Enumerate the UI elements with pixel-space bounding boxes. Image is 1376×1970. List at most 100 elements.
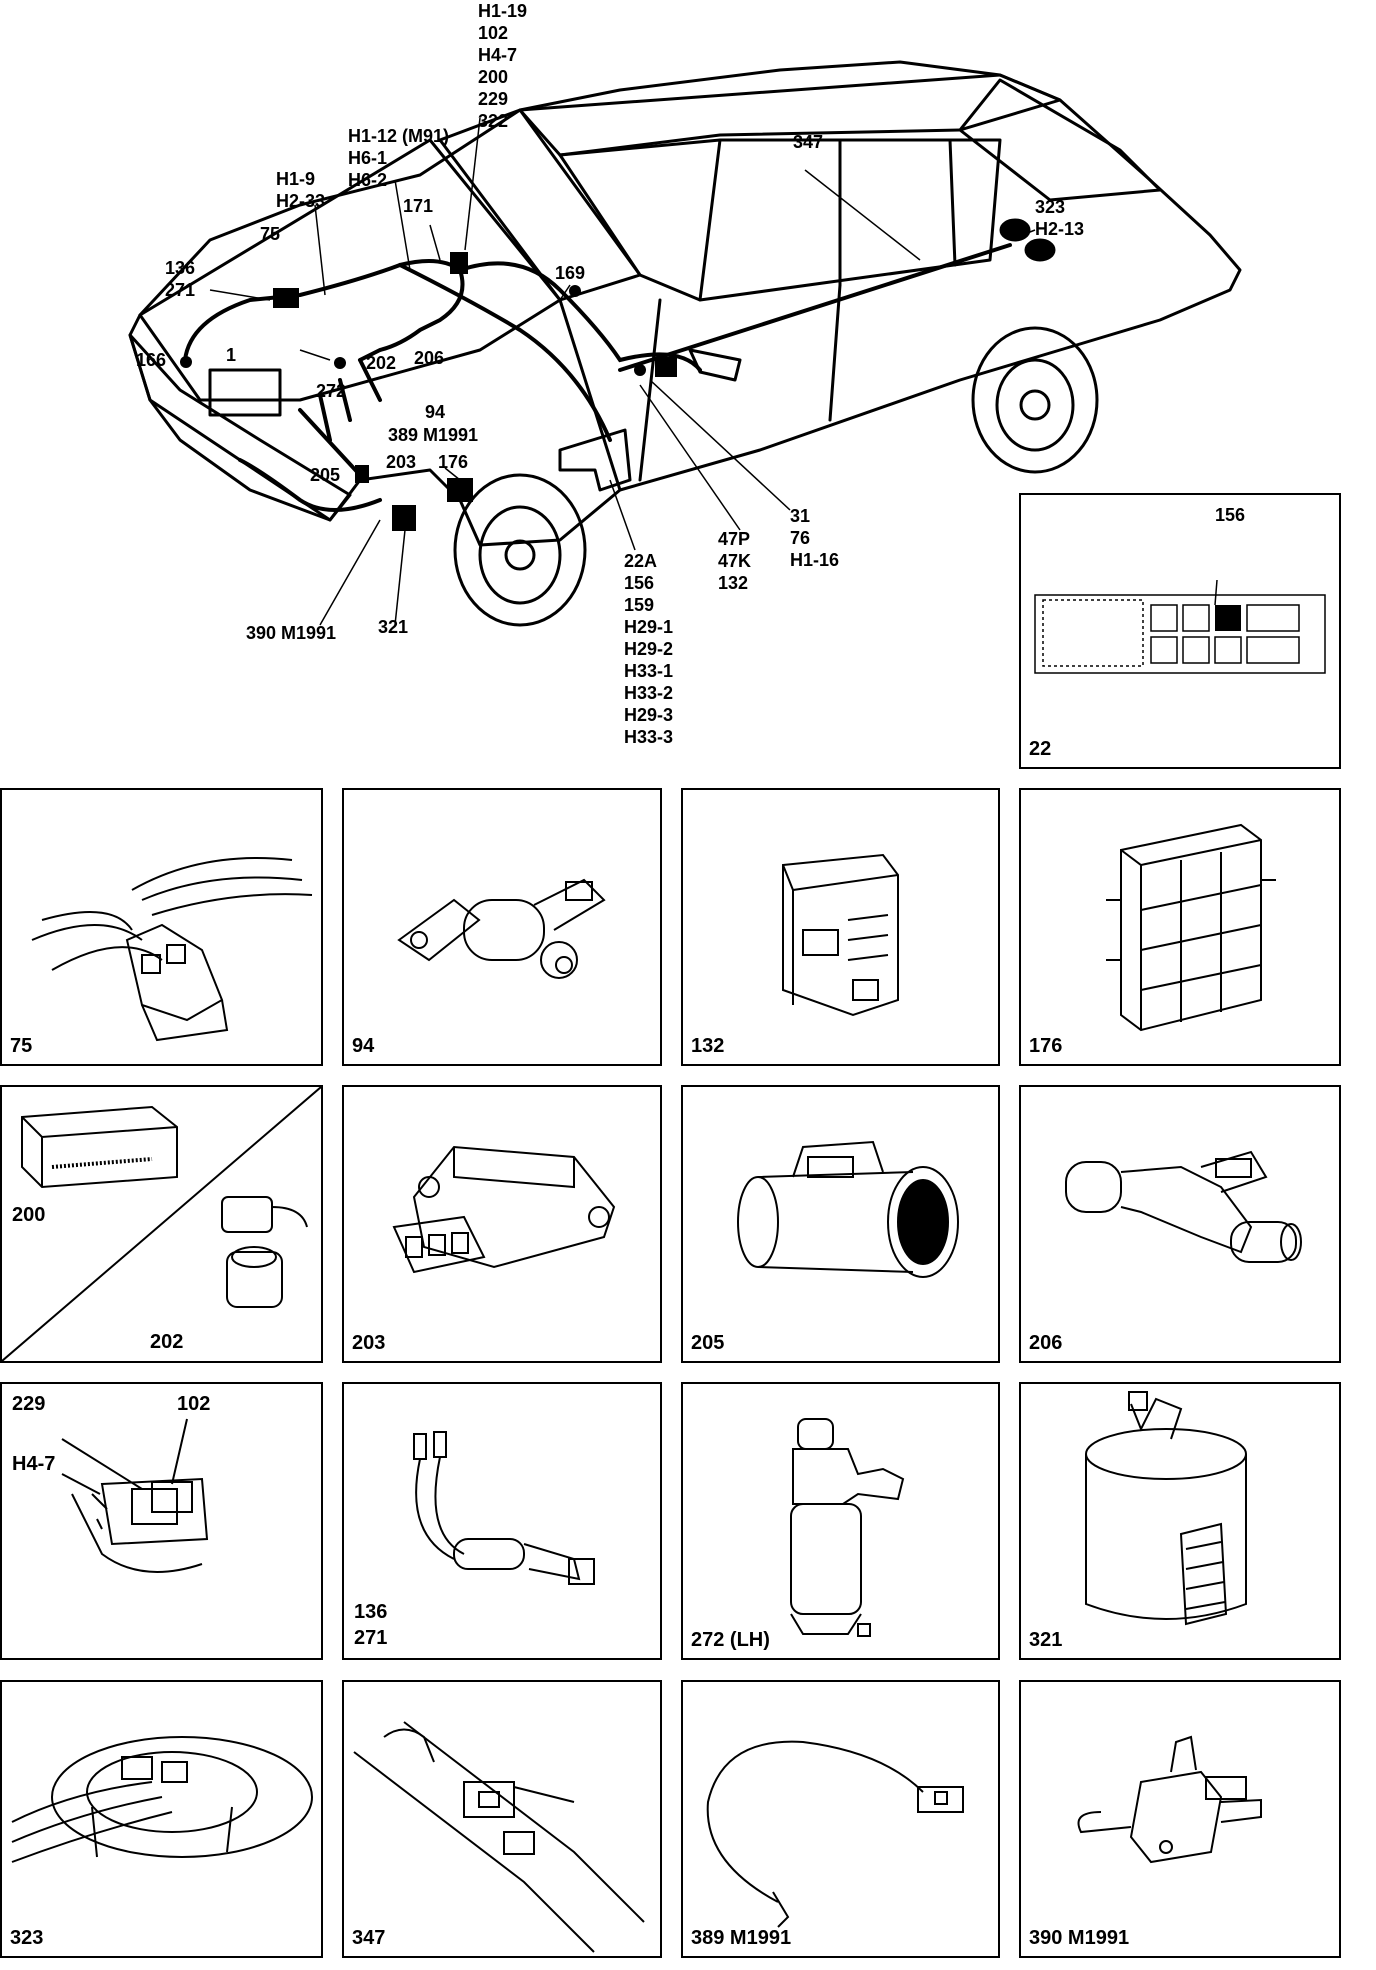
windshield (438, 108, 642, 302)
panel-272-idle-valve: 272 (LH) (681, 1382, 1000, 1660)
hood (138, 138, 562, 402)
panel-272-label: 272 (LH) (691, 1629, 770, 1651)
panel-200-label: 200 (12, 1204, 46, 1226)
panel-h4-7-label: H4-7 (12, 1453, 56, 1475)
callout-stack-31: 31 76 H1-16 (790, 505, 839, 571)
callout-389: 389 M1991 (388, 425, 479, 445)
callout-stack-h1-9: H1-9 H2-33 (276, 168, 325, 212)
panel-75-connector: 75 (0, 788, 323, 1066)
callout-136: 136 (165, 258, 196, 278)
car-overview-drawing (128, 60, 1242, 627)
callout-31: 31 (790, 506, 811, 526)
wiring-harness-injectors (298, 358, 382, 477)
callout-stack-47p: 47P 47K 132 (718, 528, 751, 594)
callout-h29-3: H29-3 (624, 705, 674, 725)
control-unit-drawing (1106, 823, 1276, 1032)
panel-347-label: 347 (352, 1927, 386, 1949)
callout-h33-2: H33-2 (624, 683, 674, 703)
panel-206-injector: 206 (1019, 1085, 1341, 1363)
callout-h1-12: H1-12 (M91) (348, 126, 450, 146)
callout-321: 321 (378, 617, 409, 637)
callout-h29-2: H29-2 (624, 639, 674, 659)
lambda-sensor-drawing (413, 1431, 595, 1585)
panel-323-fuel-pump: 323 (0, 1680, 323, 1958)
callout-h1-16: H1-16 (790, 550, 840, 570)
callout-h33-3: H33-3 (624, 727, 674, 747)
ecu-bracket (558, 428, 632, 492)
callout-171: 171 (403, 196, 434, 216)
callout-stack-22a: 22A 156 159 H29-1 H29-2 H33-1 H33-2 H29-… (624, 550, 673, 748)
panel-102-label: 102 (177, 1393, 211, 1415)
callout-h1-9: H1-9 (276, 169, 316, 189)
callout-166: 166 (136, 350, 167, 370)
callout-h2-33: H2-33 (276, 191, 326, 211)
callout-stack-136: 136 271 (165, 257, 195, 301)
canister-drawing (1085, 1391, 1247, 1626)
callout-h2-13: H2-13 (1035, 219, 1085, 239)
callout-159: 159 (624, 595, 655, 615)
panel-347-rail: 347 (342, 1680, 662, 1958)
wiring-harness-main (183, 259, 465, 362)
panel-206-label: 206 (1029, 1332, 1063, 1354)
callout-102: 102 (478, 23, 509, 43)
fuel-pump-drawing (11, 1736, 313, 1863)
panel-132-relay: 132 (681, 788, 1000, 1066)
callout-94: 94 (425, 402, 446, 422)
callout-176: 176 (438, 452, 469, 472)
side-windows (558, 138, 1002, 302)
callout-h1-19: H1-19 (478, 1, 528, 21)
callout-203: 203 (386, 452, 417, 472)
panel-389-temp-sensor: 389 M1991 (681, 1680, 1000, 1958)
panel-321-canister: 321 (1019, 1382, 1341, 1660)
panel-229-label: 229 (12, 1393, 46, 1415)
callout-h4-7: H4-7 (478, 45, 518, 65)
rear-window (958, 78, 1162, 202)
callout-76: 76 (790, 528, 811, 548)
car-body-outline (128, 60, 1242, 547)
throttle-sensor-drawing (392, 1145, 616, 1274)
callout-205: 205 (310, 465, 341, 485)
callout-156: 156 (624, 573, 655, 593)
panel-200-202-ecu-sensor: 200 202 (0, 1085, 323, 1363)
callout-272: 272 (316, 381, 347, 401)
callout-347: 347 (793, 132, 824, 152)
fusebox-highlight-label: 156 (1215, 505, 1246, 525)
callout-390: 390 M1991 (246, 623, 337, 643)
panel-323-label: 323 (10, 1927, 44, 1949)
relay-drawing (782, 853, 899, 1017)
panel-205-label: 205 (691, 1332, 725, 1354)
panel-94-label: 94 (352, 1035, 375, 1057)
fusebox-panel-label: 22 (1029, 738, 1052, 760)
callout-206: 206 (414, 348, 445, 368)
callout-h33-1: H33-1 (624, 661, 674, 681)
panel-94-valve: 94 (342, 788, 662, 1066)
temp-sensor-drawing (706, 1740, 964, 1928)
solenoid-drawing (1077, 1735, 1262, 1864)
fusebox-panel-22: 156 22 (1019, 493, 1341, 769)
wiring-harness-lower (238, 458, 382, 512)
callout-132: 132 (718, 573, 749, 593)
callout-h29-1: H29-1 (624, 617, 674, 637)
panel-136-label: 136 (354, 1601, 388, 1623)
panel-136-271-lambda-sensor: 136 271 (342, 1382, 662, 1660)
callout-229: 229 (478, 89, 509, 109)
callout-stack-323: 323 H2-13 (1035, 196, 1084, 240)
panel-229-102-relays: 229 102 H4-7 (0, 1382, 323, 1660)
callout-202: 202 (366, 353, 397, 373)
panel-75-label: 75 (10, 1035, 33, 1057)
connector-drawing (31, 857, 313, 1042)
battery (208, 368, 282, 417)
callout-47p: 47P (718, 529, 751, 549)
callout-stack-h1-12: H1-12 (M91) H6-1 H6-2 (348, 125, 449, 191)
callout-271: 271 (165, 280, 196, 300)
panel-202-label: 202 (150, 1331, 184, 1353)
panel-132-label: 132 (691, 1035, 725, 1057)
panel-203-throttle-sensor: 203 (342, 1085, 662, 1363)
rail-drawing (353, 1721, 645, 1953)
callout-75: 75 (260, 224, 281, 244)
relays-location-drawing (61, 1418, 209, 1573)
callout-322: 322 (478, 111, 509, 131)
injector-drawing (1065, 1150, 1302, 1263)
valve-drawing (397, 878, 606, 979)
callout-47k: 47K (718, 551, 752, 571)
